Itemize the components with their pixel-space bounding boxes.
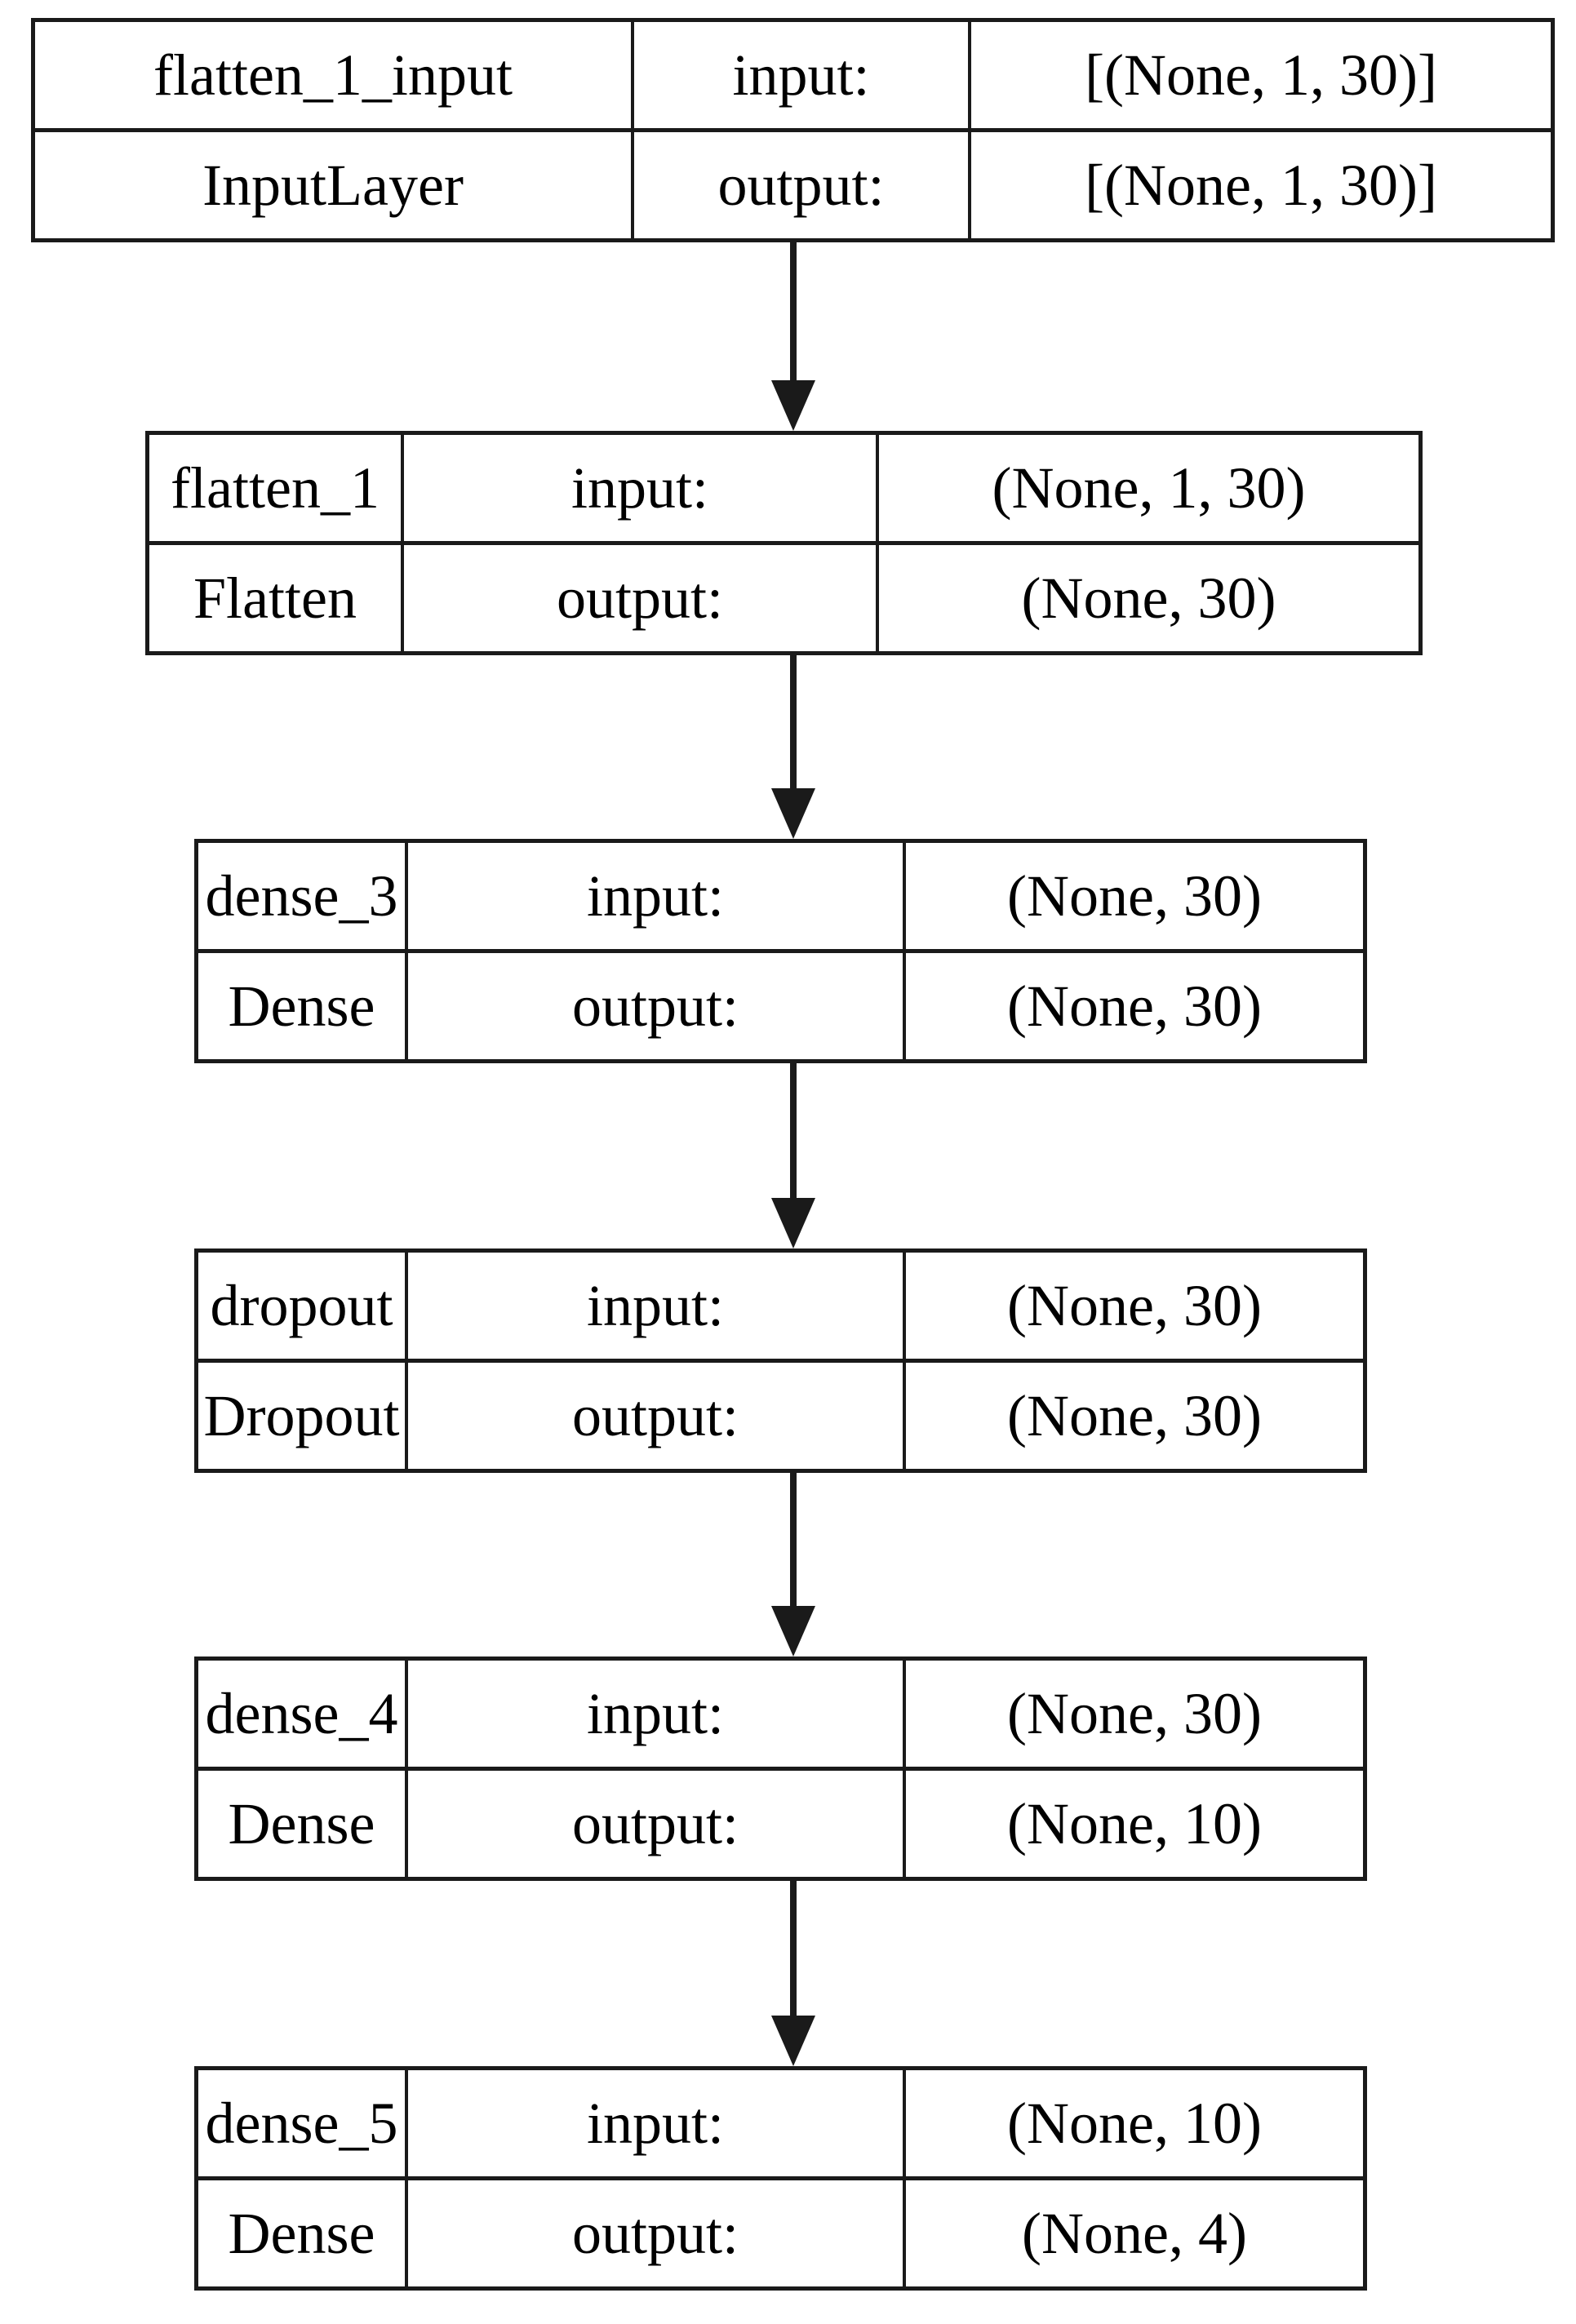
output-shape: (None, 30): [1007, 974, 1262, 1039]
layer-name: flatten_1_input: [35, 22, 634, 128]
input-label: input:: [408, 1253, 906, 1359]
input-shape: (None, 1, 30): [992, 455, 1306, 521]
output-label: output:: [408, 1363, 906, 1469]
arrow-head-icon: [771, 380, 815, 431]
arrow-shaft: [790, 655, 797, 790]
arrow-shaft: [790, 1063, 797, 1200]
arrow-shaft: [790, 1473, 797, 1608]
layer-type: Dense: [198, 2180, 408, 2286]
input-shape: (None, 10): [1007, 2091, 1262, 2156]
arrow-shaft: [790, 242, 797, 382]
arrow-head-icon: [771, 788, 815, 839]
input-shape: [(None, 1, 30)]: [1085, 42, 1437, 108]
layer-name: dropout: [198, 1253, 408, 1359]
layer-type: Flatten: [149, 545, 404, 651]
output-shape: (None, 30): [1021, 565, 1276, 631]
arrow-head-icon: [771, 2016, 815, 2066]
output-label: output:: [404, 545, 879, 651]
output-shape: (None, 10): [1007, 1791, 1262, 1856]
output-label: output:: [408, 2180, 906, 2286]
connector-arrow: [761, 1473, 826, 1657]
connector-arrow: [761, 242, 826, 431]
layer-type: Dense: [198, 953, 408, 1059]
output-label: output:: [408, 1771, 906, 1877]
layer-name: dense_5: [198, 2070, 408, 2176]
input-label: input:: [404, 435, 879, 541]
layer-name: dense_4: [198, 1661, 408, 1767]
connector-arrow: [761, 1063, 826, 1248]
layer-type: Dense: [198, 1771, 408, 1877]
layer-name: dense_3: [198, 843, 408, 949]
arrow-head-icon: [771, 1198, 815, 1248]
arrow-head-icon: [771, 1606, 815, 1657]
arrow-shaft: [790, 1881, 797, 2017]
input-label: input:: [634, 22, 971, 128]
layer-type: InputLayer: [35, 132, 634, 238]
input-label: input:: [408, 843, 906, 949]
layer-type: Dropout: [198, 1363, 408, 1469]
input-label: input:: [408, 2070, 906, 2176]
input-shape: (None, 30): [1007, 1681, 1262, 1746]
output-shape: [(None, 1, 30)]: [1085, 153, 1437, 218]
connector-arrow: [761, 1881, 826, 2066]
input-label: input:: [408, 1661, 906, 1767]
output-shape: (None, 30): [1007, 1383, 1262, 1448]
layer-name: flatten_1: [149, 435, 404, 541]
output-shape: (None, 4): [1022, 2201, 1247, 2266]
output-label: output:: [408, 953, 906, 1059]
input-shape: (None, 30): [1007, 863, 1262, 929]
input-shape: (None, 30): [1007, 1273, 1262, 1338]
connector-arrow: [761, 655, 826, 839]
output-label: output:: [634, 132, 971, 238]
